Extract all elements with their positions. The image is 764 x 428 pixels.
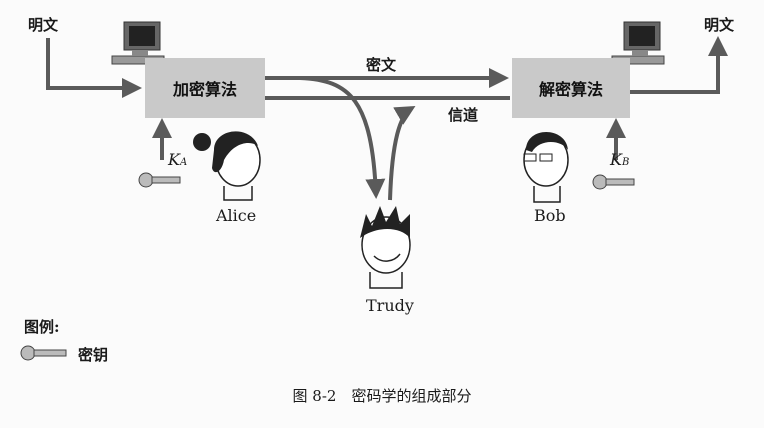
trudy-figure-icon <box>360 206 411 289</box>
encrypt-algorithm-box: 加密算法 <box>145 58 265 118</box>
alice-figure-icon <box>193 131 261 201</box>
key-b-icon <box>592 174 635 190</box>
key-b-letter: K <box>610 150 622 169</box>
bob-label: Bob <box>534 206 566 225</box>
key-a-letter: K <box>168 150 180 169</box>
key-a-subscript: A <box>179 157 188 168</box>
legend-key-icon <box>20 345 67 361</box>
key-a-icon <box>138 172 181 188</box>
computer-right-icon <box>611 21 665 65</box>
computer-left-icon <box>111 21 165 65</box>
key-b-label: KB <box>610 150 629 169</box>
alice-label: Alice <box>216 206 257 225</box>
plaintext-in-arrow <box>46 38 142 98</box>
decrypt-algorithm-box: 解密算法 <box>512 58 630 118</box>
plaintext-out-arrow <box>630 36 728 94</box>
ciphertext-label: 密文 <box>366 56 397 74</box>
channel-label: 信道 <box>448 106 479 124</box>
plaintext-out-label: 明文 <box>704 16 735 34</box>
key-b-subscript: B <box>621 157 630 168</box>
key-a-label: KA <box>168 150 187 169</box>
legend-title: 图例: <box>24 318 60 336</box>
legend-key-label: 密钥 <box>78 346 109 364</box>
bob-figure-icon <box>523 132 569 203</box>
plaintext-in-label: 明文 <box>28 16 59 34</box>
intercept-arrow-down <box>299 76 386 199</box>
intercept-arrow-up <box>388 105 416 201</box>
figure-caption: 图 8-2 密码学的组成部分 <box>292 387 472 405</box>
trudy-label: Trudy <box>366 296 414 315</box>
